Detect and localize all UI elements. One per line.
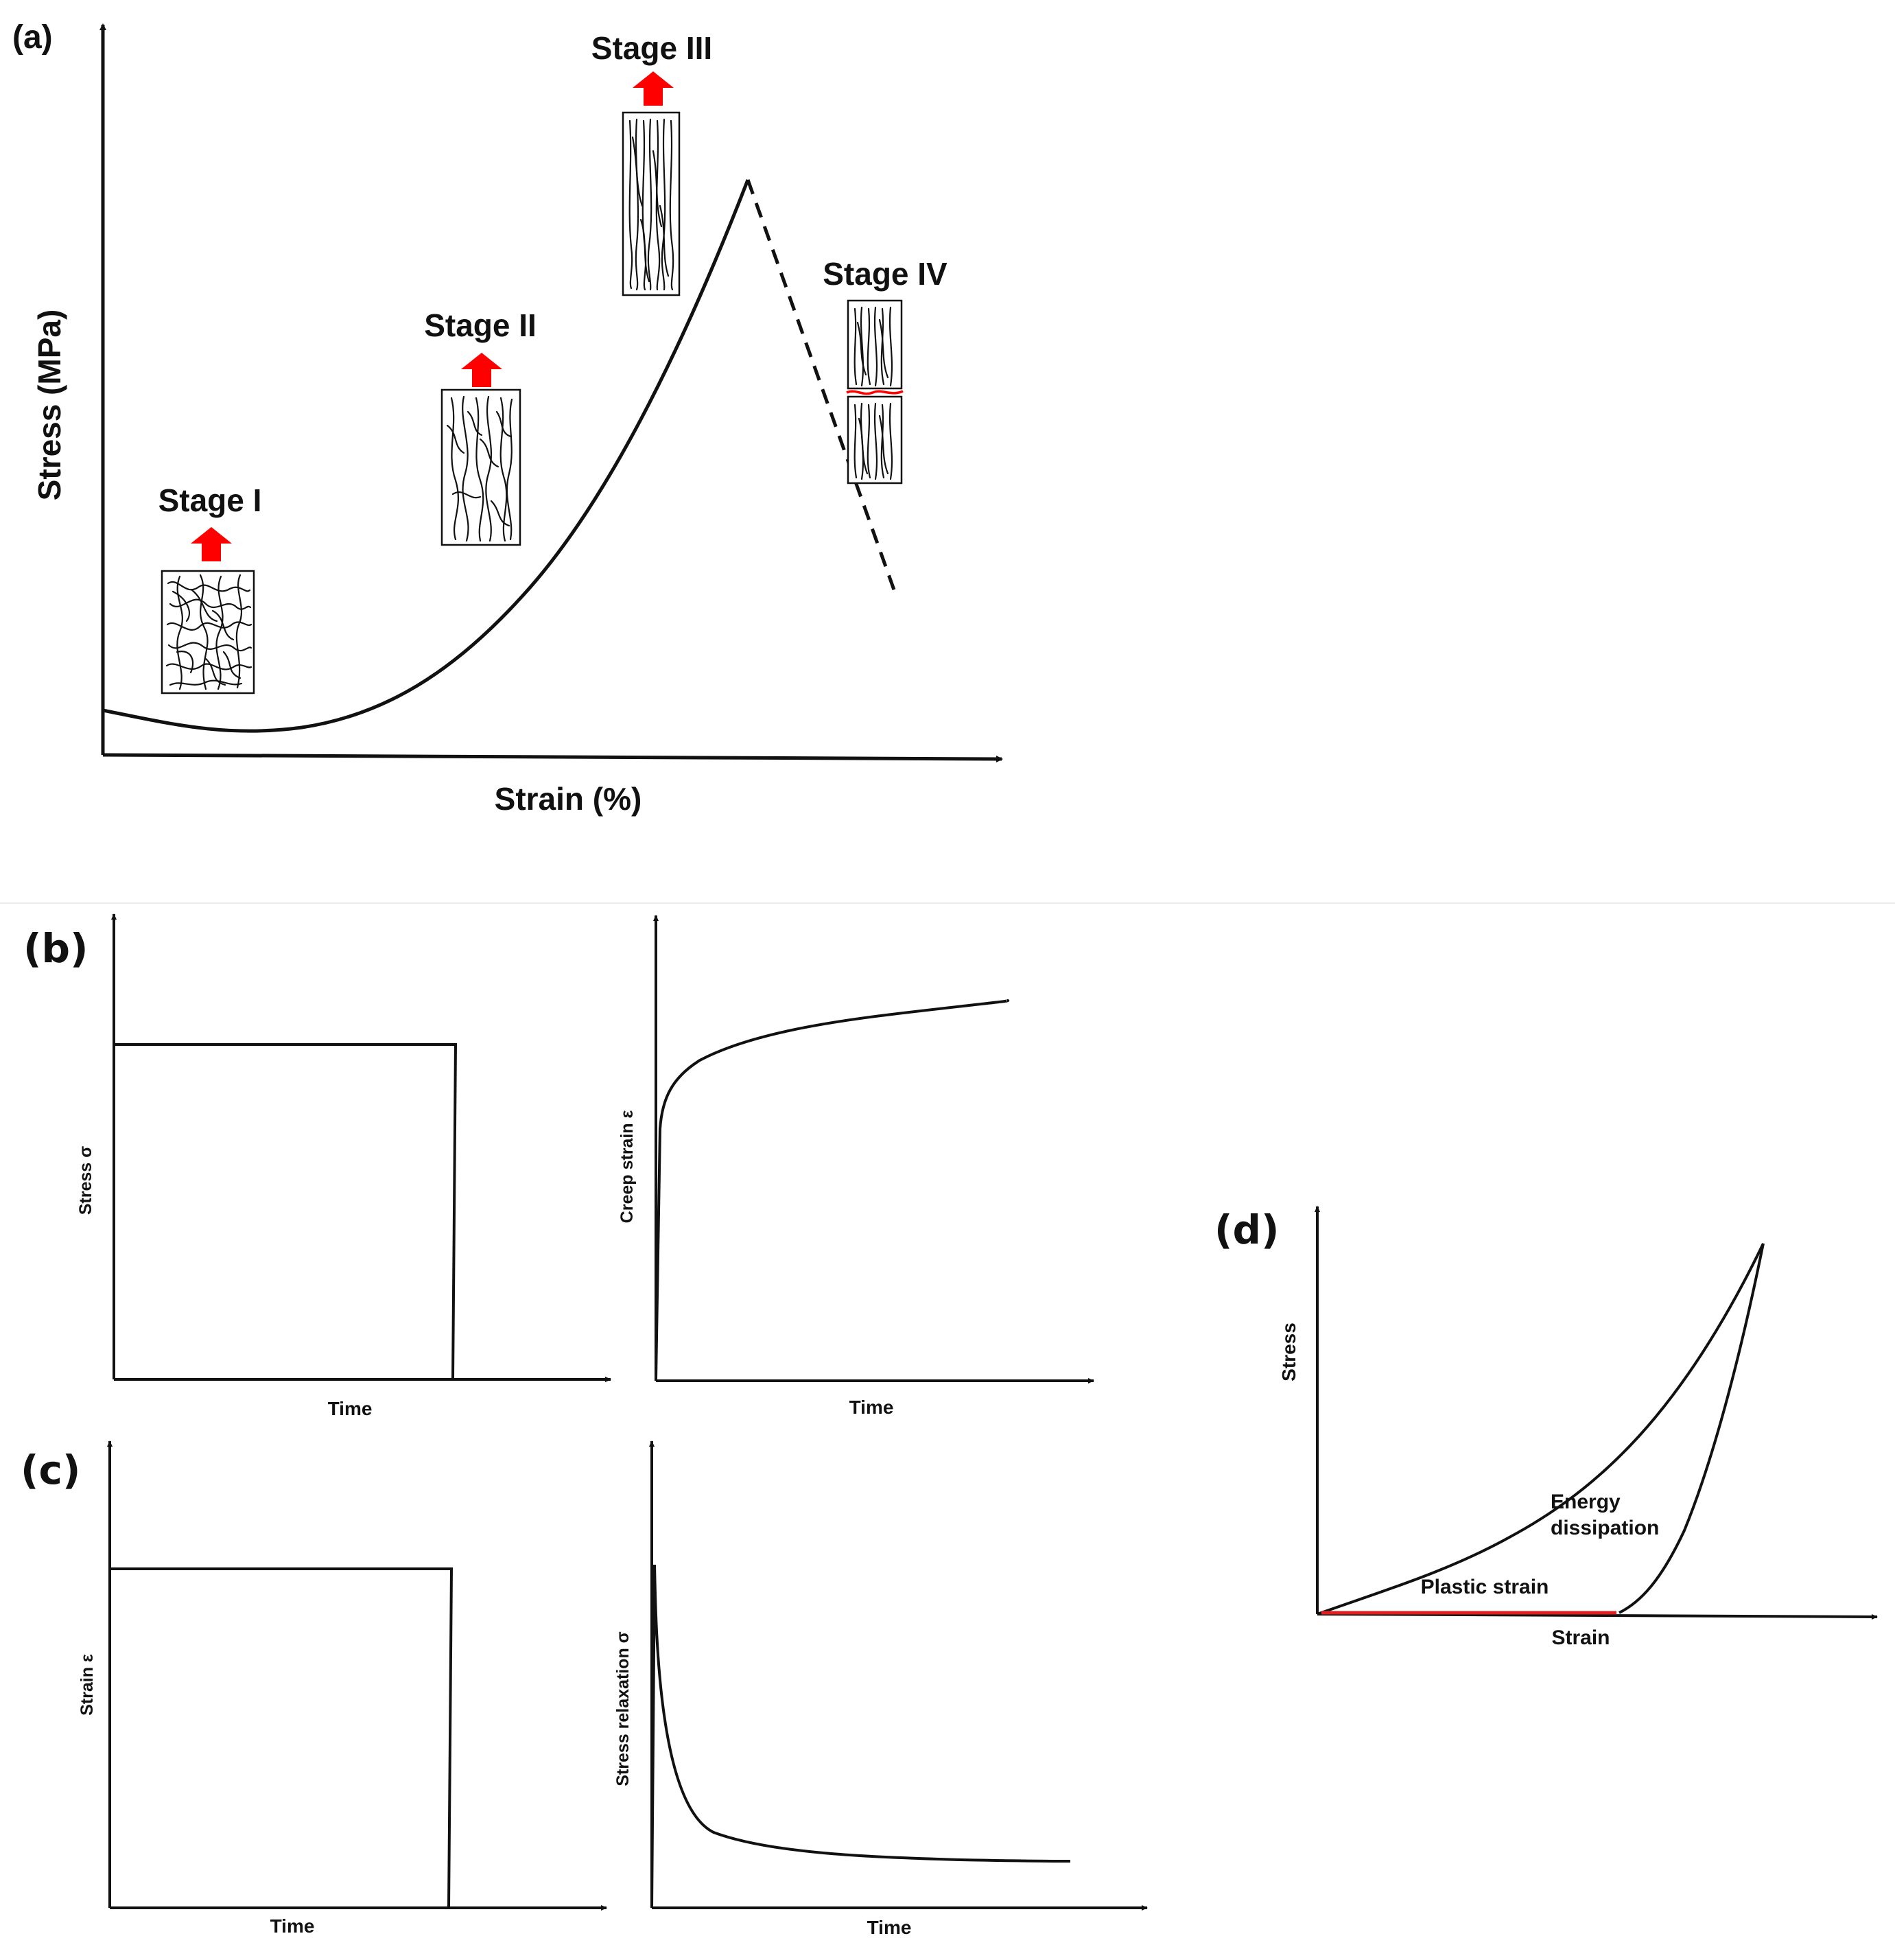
stage-2-label: Stage II <box>424 307 537 343</box>
panel-c-left-chart: Strain ε Time <box>78 1440 607 1937</box>
panel-b-left-y-label: Stress σ <box>76 1146 95 1215</box>
panel-a-y-axis-label: Stress (MPa) <box>32 310 67 501</box>
panel-c-left-x-label: Time <box>270 1915 315 1937</box>
panel-d-x-label: Strain <box>1551 1626 1610 1649</box>
panel-c-right-x-label: Time <box>867 1917 912 1938</box>
stage-3-fibers <box>628 118 674 291</box>
panel-d-loading-curve <box>1317 1243 1765 1615</box>
panel-c-right-chart: Stress relaxation σ Time <box>613 1440 1148 1938</box>
panel-c: (c) Strain ε Time Stress relaxation σ Ti… <box>21 1440 1148 1938</box>
stage-4: Stage IV <box>823 256 948 485</box>
panel-b-left-x-label: Time <box>328 1398 373 1419</box>
energy-dissipation-line1: Energy <box>1551 1491 1621 1513</box>
panel-d-label: (d) <box>1214 1206 1280 1253</box>
stage-1-label: Stage I <box>158 482 262 518</box>
panel-b-label: (b) <box>23 925 89 972</box>
panel-a-x-axis-label: Strain (%) <box>495 781 642 817</box>
arrow-up-icon <box>633 71 674 106</box>
panel-c-relaxation-curve <box>650 1564 1071 1909</box>
panel-d: (d) Stress Strain Energy dissipation Pla… <box>1214 1206 1878 1649</box>
panel-a-x-axis <box>102 753 1003 762</box>
panel-c-right-y-label: Stress relaxation σ <box>613 1631 633 1786</box>
arrow-up-icon <box>461 353 502 387</box>
energy-dissipation-line2: dissipation <box>1551 1517 1659 1539</box>
stage-4-label: Stage IV <box>823 256 948 292</box>
panel-d-unloading-curve <box>1619 1243 1765 1614</box>
stage-2-fibers <box>446 395 513 542</box>
stage-1: Stage I <box>158 482 262 695</box>
panel-b-right-y-label: Creep strain ε <box>617 1110 637 1224</box>
arrow-up-icon <box>191 527 232 561</box>
panel-b-creep-curve <box>655 999 1010 1380</box>
panel-c-left-y-label: Strain ε <box>78 1654 97 1716</box>
panel-a-stress-curve <box>102 179 750 733</box>
panel-b-left-chart: Stress σ Time <box>76 913 611 1419</box>
panel-a-label: (a) <box>12 19 53 56</box>
panel-d-x-axis <box>1317 1613 1878 1620</box>
fracture-mark <box>846 390 904 395</box>
panel-d-y-label: Stress <box>1278 1322 1299 1381</box>
stage-4-fiber-box-upper <box>847 299 903 390</box>
panel-b-right-chart: Creep strain ε Time <box>617 915 1094 1418</box>
stage-3-label: Stage III <box>591 30 712 66</box>
stage-2: Stage II <box>424 307 537 546</box>
panel-b-right-x-label: Time <box>849 1397 894 1418</box>
stage-1-fibers <box>165 574 252 690</box>
panel-c-label: (c) <box>21 1447 80 1493</box>
stage-3: Stage III <box>591 30 712 296</box>
panel-c-strain-step <box>110 1567 454 1909</box>
panel-b-stress-step <box>114 1043 458 1380</box>
plastic-strain-label: Plastic strain <box>1421 1576 1549 1598</box>
stage-4-fibers <box>854 306 893 480</box>
panel-b: (b) Stress σ Time Creep strain ε Time <box>23 913 1094 1419</box>
panel-a: (a) Stress (MPa) Strain (%) Stage I <box>12 19 1003 817</box>
